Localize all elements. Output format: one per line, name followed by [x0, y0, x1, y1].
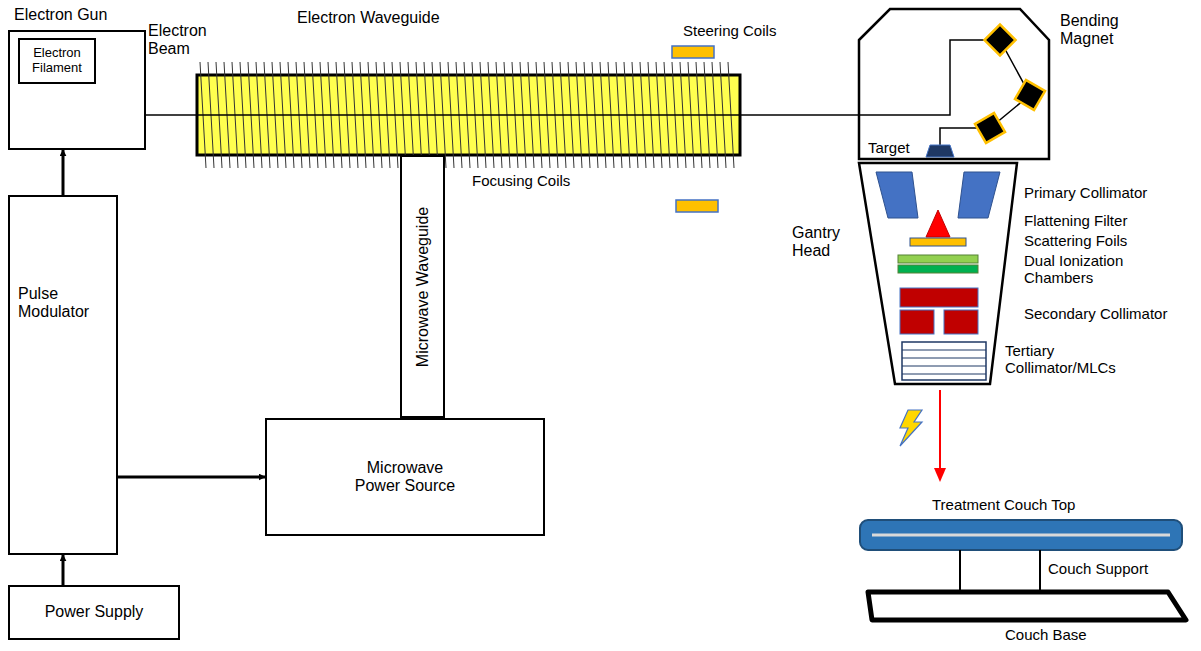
steering-coil	[672, 46, 714, 58]
housing-polygon	[859, 9, 1049, 159]
node-text: Electron Gun	[14, 6, 107, 24]
part-label: Dual Ionization Chambers	[1024, 252, 1146, 287]
part-label: Flattening Filter	[1024, 212, 1127, 229]
secondary-collimator	[944, 310, 978, 334]
connector	[146, 114, 197, 116]
mlc-leaf	[902, 358, 986, 359]
edge-label: Electron Beam	[148, 22, 214, 59]
part-label: Target	[868, 139, 910, 156]
connector	[62, 150, 65, 195]
microwave-source-box: Microwave Power Source	[265, 418, 545, 536]
electron-waveguide: Electron Waveguide	[197, 75, 740, 155]
node-text: Electron Filament	[20, 46, 94, 76]
target	[926, 145, 954, 157]
part-label: Scattering Foils	[1024, 232, 1127, 249]
part-label: Secondary Collimator	[1024, 305, 1167, 322]
secondary-collimator	[900, 310, 934, 334]
node-text: Gantry Head	[792, 224, 852, 261]
radiation-beam	[939, 390, 941, 470]
node-text: Microwave Power Source	[345, 459, 465, 496]
filament-box: Electron Filament	[18, 38, 96, 84]
node-text: Power Supply	[45, 603, 144, 621]
mlc-leaf	[902, 366, 986, 367]
couch-top	[860, 520, 1182, 550]
connector	[740, 114, 858, 116]
modulator-box: Pulse Modulator	[8, 195, 118, 555]
connector	[118, 476, 265, 479]
gantry-head: Gantry Head	[858, 162, 1018, 385]
primary-collimator	[876, 172, 918, 218]
mlc-leaf	[902, 374, 986, 375]
secondary-collimator	[900, 288, 978, 307]
node-text: Electron Waveguide	[297, 9, 440, 27]
tertiary-collimator	[902, 342, 986, 380]
primary-collimator	[958, 172, 1000, 218]
mlc-leaves	[902, 350, 986, 374]
part-label: Treatment Couch Top	[932, 496, 1075, 513]
gun-box: Electron GunElectron Filament	[8, 30, 146, 150]
microwave-waveguide: Microwave Waveguide	[400, 155, 445, 418]
mlc-leaf	[902, 350, 986, 351]
part-label: Primary Collimator	[1024, 184, 1147, 201]
steering-coil	[676, 200, 718, 212]
flattening-filter	[926, 210, 950, 237]
couch-support	[1039, 550, 1041, 592]
node-text: Bending Magnet	[1060, 12, 1142, 49]
part-label: Steering Coils	[683, 22, 776, 39]
beam-line	[197, 114, 740, 116]
radiation-symbol	[900, 410, 922, 446]
magnet-pole	[984, 24, 1015, 55]
part-label: Tertiary Collimator/MLCs	[1005, 342, 1137, 377]
housing-polygon	[859, 163, 1017, 384]
couch-top-rail	[872, 534, 1170, 537]
ionization-chamber	[898, 255, 978, 263]
scattering-foil	[910, 238, 966, 246]
part-label: Focusing Coils	[472, 172, 570, 189]
couch-support	[959, 550, 961, 592]
node-text: Pulse Modulator	[18, 285, 110, 322]
magnet-pole	[1015, 80, 1045, 110]
beam-path	[858, 40, 1030, 145]
couch-base	[868, 592, 1186, 620]
ionization-chamber	[898, 265, 978, 273]
part-label: Couch Base	[1005, 626, 1087, 643]
part-label: Couch Support	[1048, 560, 1148, 577]
connector	[62, 555, 65, 585]
power-supply-box: Power Supply	[8, 585, 180, 640]
radiation-arrowhead	[934, 468, 946, 482]
magnet-pole	[975, 113, 1005, 143]
housing-outline	[858, 8, 1050, 160]
bending-magnet-housing: Bending Magnet	[858, 8, 1050, 160]
housing-outline	[858, 162, 1018, 385]
node-text: Microwave Waveguide	[413, 206, 431, 366]
